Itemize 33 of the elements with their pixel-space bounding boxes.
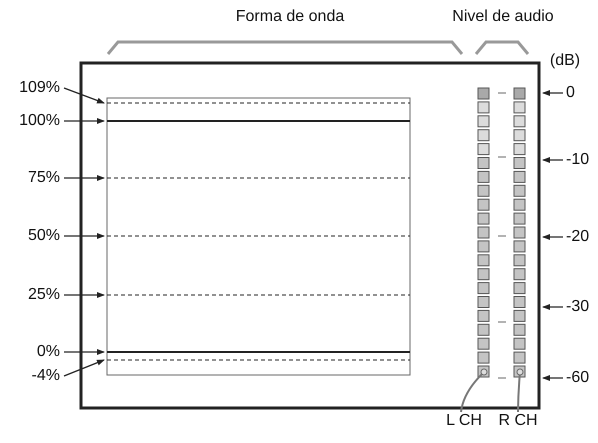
scale-label: -10: [566, 151, 598, 169]
arrow: [542, 304, 563, 310]
scale-label: R CH: [498, 412, 538, 430]
arrow: [64, 292, 105, 298]
audio-level-meter-drawing: [478, 88, 526, 378]
arrow: [64, 87, 105, 104]
arrow: [542, 234, 563, 240]
scale-label: 25%: [4, 286, 60, 304]
leader-line: [516, 368, 524, 412]
arrow: [542, 375, 563, 381]
waveform-scale-drawing: [106, 98, 410, 376]
scale-label: 75%: [4, 169, 60, 187]
arrow: [64, 175, 105, 181]
scale-label: -30: [566, 298, 598, 316]
leader-line: [460, 368, 488, 412]
section-title: Nivel de audio: [451, 8, 555, 26]
arrow: [64, 118, 105, 124]
unit-label: (dB): [548, 52, 582, 70]
scale-label: 0%: [4, 343, 60, 361]
scale-label: L CH: [444, 412, 484, 430]
scale-label: 100%: [4, 112, 60, 130]
arrow: [64, 349, 105, 355]
arrow: [64, 359, 105, 377]
scale-label: -20: [566, 228, 598, 246]
arrow: [64, 233, 105, 239]
arrow: [542, 157, 563, 163]
arrow: [542, 90, 563, 96]
scale-label: -4%: [4, 367, 60, 385]
scale-label: 0: [566, 84, 598, 102]
scale-label: 109%: [4, 79, 60, 97]
scale-label: 50%: [4, 227, 60, 245]
section-title: Forma de onda: [234, 8, 346, 26]
scale-label: -60: [566, 369, 598, 387]
